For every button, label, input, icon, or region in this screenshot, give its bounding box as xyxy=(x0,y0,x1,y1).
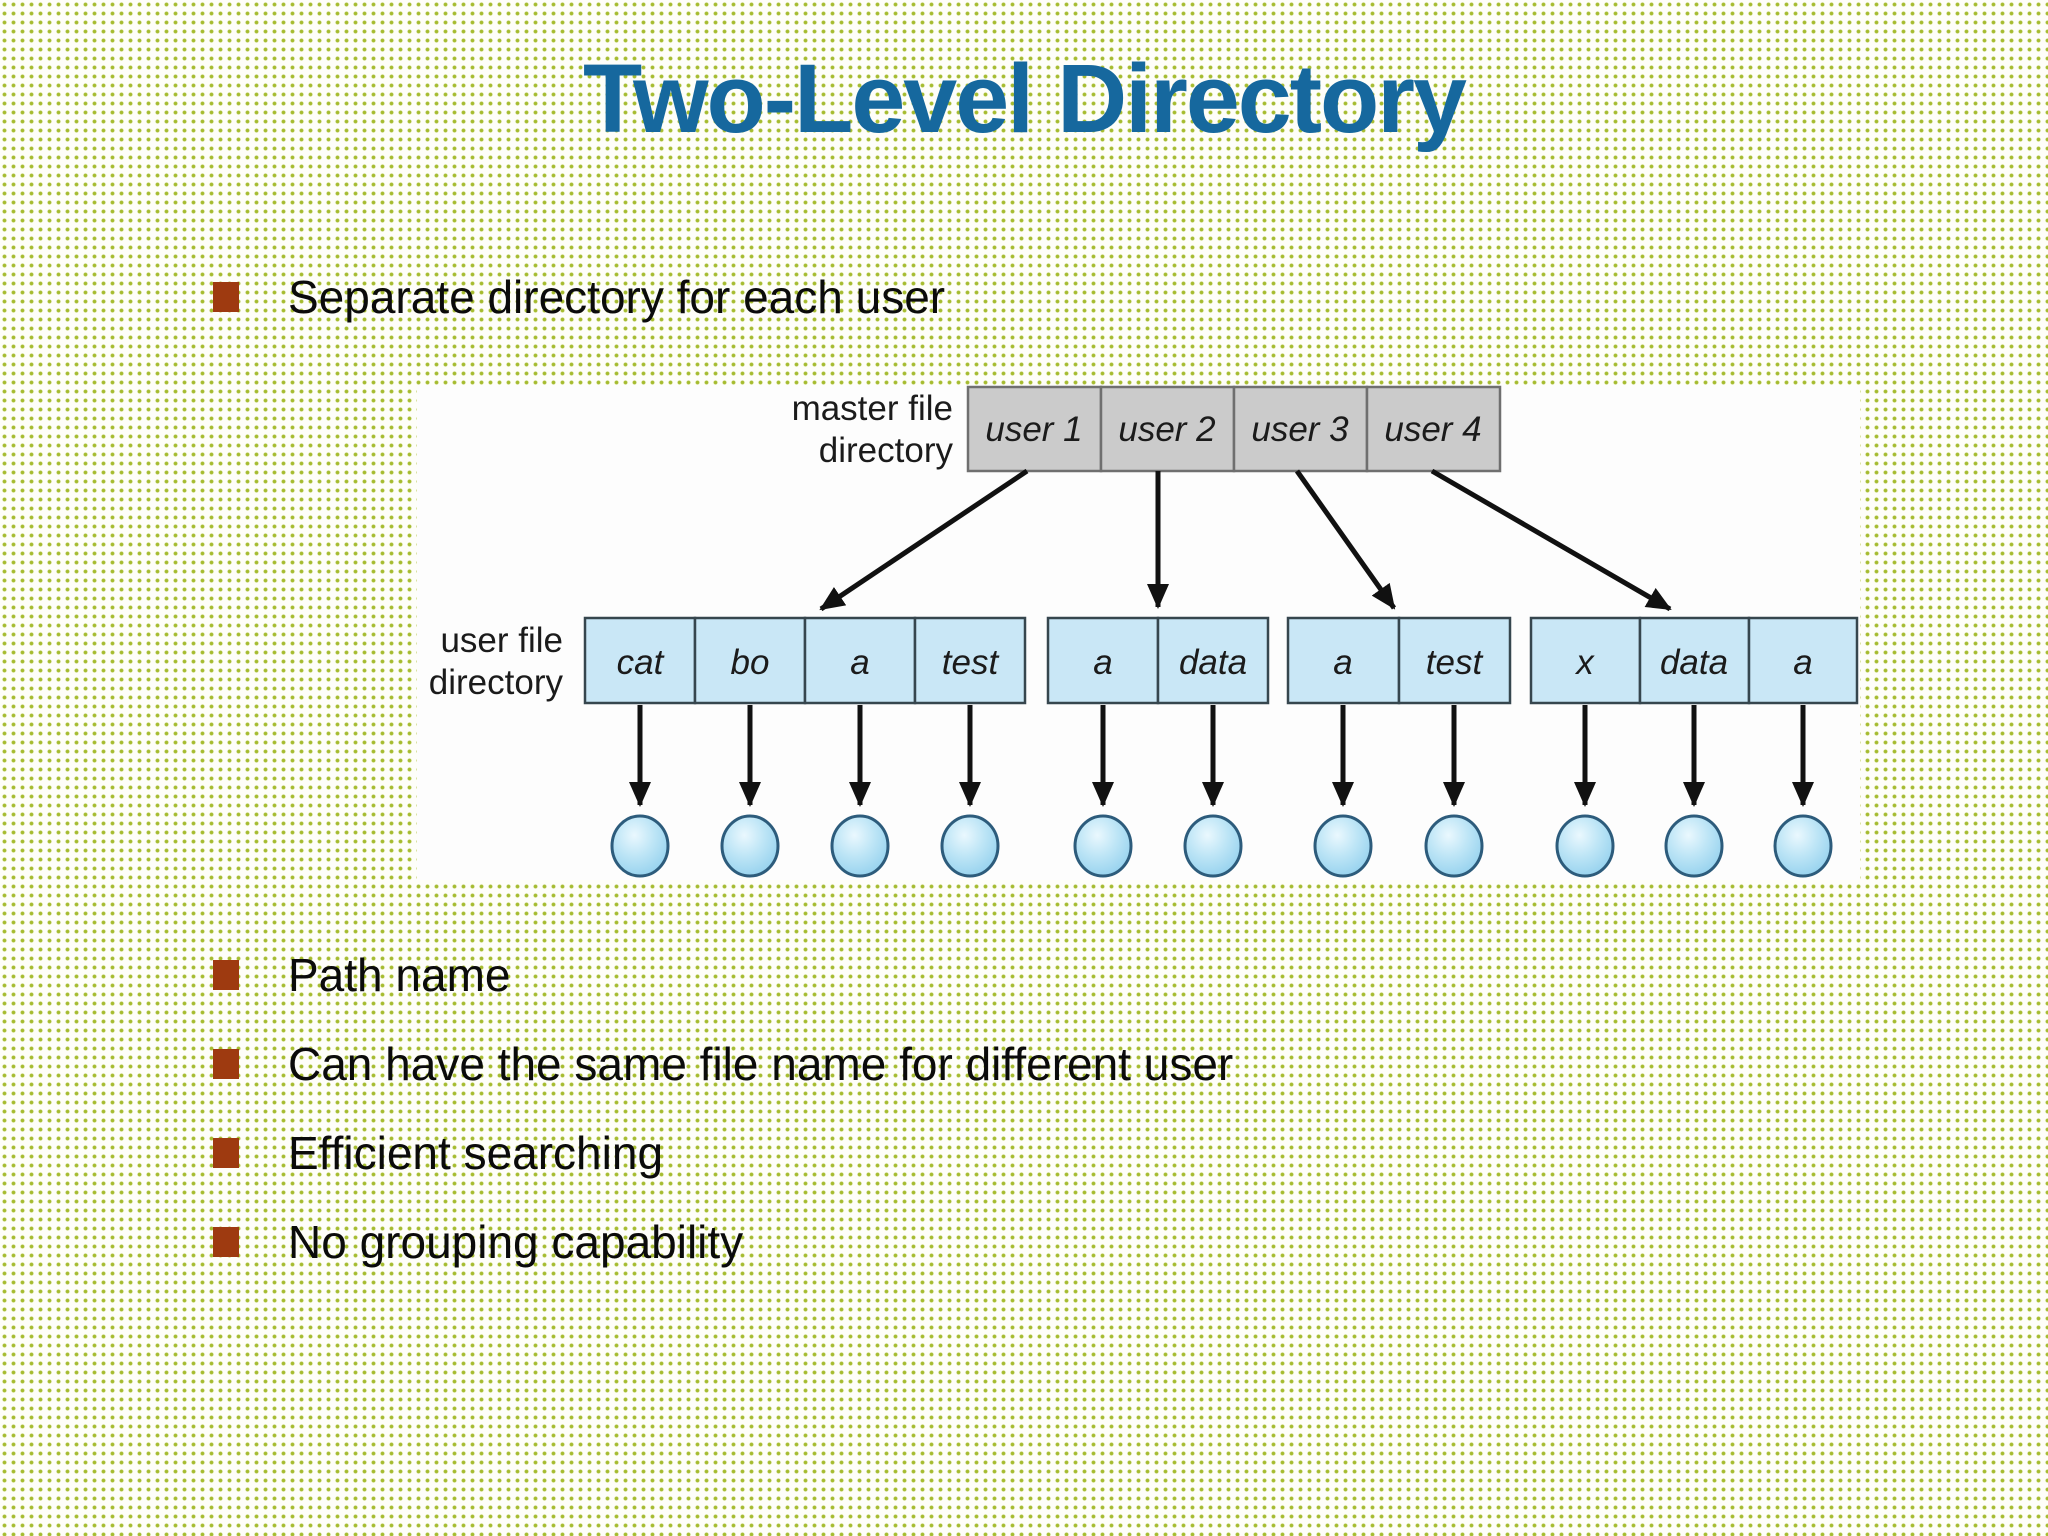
file-circle xyxy=(1773,814,1833,878)
user-file-directory-group-2: a data xyxy=(1046,616,1270,705)
file-circle xyxy=(1073,814,1133,878)
master-cell xyxy=(966,385,1103,473)
file-circle xyxy=(830,814,890,878)
svg-text:user file: user file xyxy=(440,621,563,660)
user-cell-label: data xyxy=(1179,643,1247,682)
bullet-marker xyxy=(213,1227,239,1257)
file-circle xyxy=(1555,814,1615,878)
file-circle xyxy=(610,814,670,878)
master-file-directory-label: master file directory xyxy=(792,389,954,470)
bullet-item: Separate directory for each user xyxy=(213,270,945,324)
user-file-directory-group-1: cat bo a test xyxy=(583,616,1027,705)
user-cell xyxy=(1286,616,1401,705)
bullet-item: Path name xyxy=(213,948,1233,1002)
master-cell-label: user 1 xyxy=(985,410,1082,449)
user-cell xyxy=(1529,616,1642,705)
bullet-item: Can have the same file name for differen… xyxy=(213,1037,1233,1091)
bullet-text: No grouping capability xyxy=(288,1216,744,1268)
bullet-text: Can have the same file name for differen… xyxy=(288,1038,1234,1090)
master-cell xyxy=(1099,385,1236,473)
file-circle xyxy=(1313,814,1373,878)
user-cell xyxy=(1156,616,1270,705)
file-circle xyxy=(1664,814,1724,878)
user-cell-label: test xyxy=(942,643,1000,682)
svg-text:directory: directory xyxy=(819,431,954,470)
bullet-text: Path name xyxy=(288,949,511,1001)
arrow xyxy=(819,468,1029,612)
bullet-text: Separate directory for each user xyxy=(288,271,946,323)
user-cell-label: a xyxy=(850,643,869,682)
master-cell-label: user 2 xyxy=(1118,410,1215,449)
master-file-directory-table: user 1 user 2 user 3 user 4 xyxy=(966,385,1502,473)
user-cell xyxy=(1046,616,1160,705)
file-circle xyxy=(720,814,780,878)
master-cell xyxy=(1365,385,1502,473)
user-cell xyxy=(1397,616,1512,705)
master-cell xyxy=(1232,385,1369,473)
user-cell-label: bo xyxy=(731,643,770,682)
bullet-marker xyxy=(213,282,239,312)
user-cell-label: x xyxy=(1574,643,1595,682)
bullet-marker xyxy=(213,1138,239,1168)
arrow xyxy=(1430,468,1672,612)
user-file-directory-group-3: a test xyxy=(1286,616,1512,705)
file-circle xyxy=(1424,814,1484,878)
bullet-item: No grouping capability xyxy=(213,1215,1233,1269)
master-to-user-arrows xyxy=(819,468,1672,612)
svg-text:directory: directory xyxy=(429,663,564,702)
user-cell-label: test xyxy=(1426,643,1484,682)
master-cell-label: user 3 xyxy=(1251,410,1349,449)
user-cell-label: cat xyxy=(617,643,665,682)
user-file-directory-label: user file directory xyxy=(429,621,564,702)
user-to-file-arrows xyxy=(629,705,1815,808)
user-cell-label: a xyxy=(1093,643,1112,682)
bullet-text: Efficient searching xyxy=(288,1127,664,1179)
bullet-list-bottom: Path name Can have the same file name fo… xyxy=(213,948,1233,1269)
page-title: Two-Level Directory xyxy=(583,44,1467,153)
arrow xyxy=(1294,469,1397,610)
bullet-marker xyxy=(213,1049,239,1079)
master-cell-label: user 4 xyxy=(1384,410,1481,449)
directory-diagram-svg: master file directory user 1 user 2 user… xyxy=(429,385,1859,878)
user-cell xyxy=(1747,616,1859,705)
bullet-marker xyxy=(213,960,239,990)
svg-text:master file: master file xyxy=(792,389,953,428)
file-circle xyxy=(1183,814,1243,878)
user-cell-label: a xyxy=(1333,643,1352,682)
file-circle xyxy=(940,814,1000,878)
two-level-directory-diagram: master file directory user 1 user 2 user… xyxy=(417,385,1860,880)
bullet-list-top: Separate directory for each user xyxy=(213,270,945,324)
user-cell xyxy=(913,616,1027,705)
user-file-directory-group-4: x data a xyxy=(1529,616,1859,705)
user-cell-label: data xyxy=(1660,643,1728,682)
bullet-item: Efficient searching xyxy=(213,1126,1233,1180)
user-cell-label: a xyxy=(1793,643,1812,682)
file-circles xyxy=(610,814,1833,878)
user-cell xyxy=(1638,616,1751,705)
